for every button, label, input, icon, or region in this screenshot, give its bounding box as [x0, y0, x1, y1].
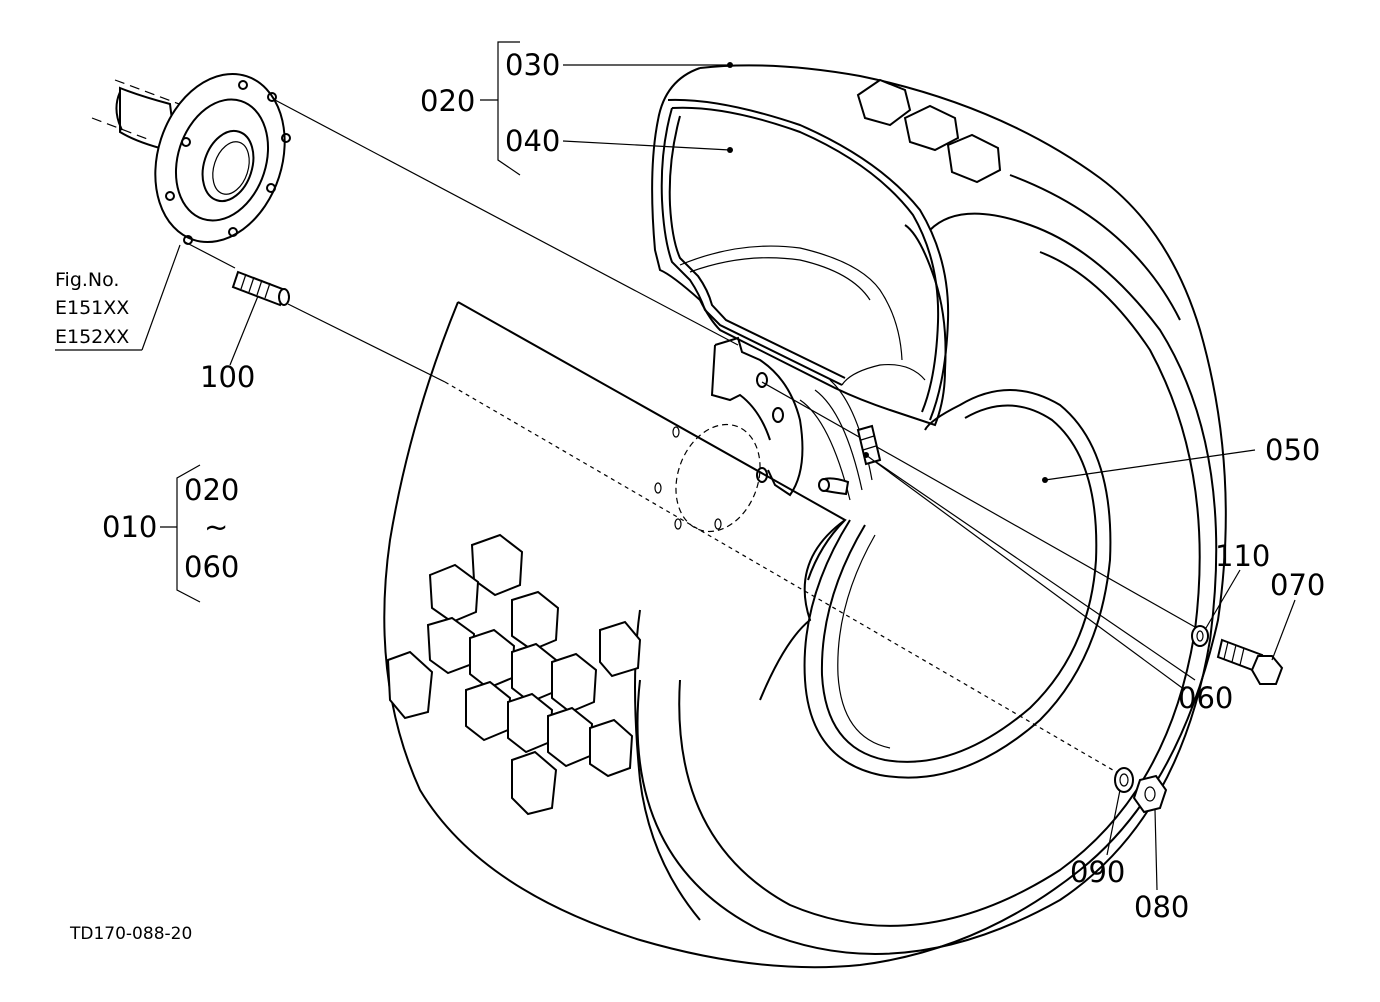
label-040: 040 [505, 124, 560, 158]
fig-ref-code-2: E152XX [55, 326, 129, 348]
nut-and-washer [1114, 767, 1168, 814]
axle-hub [91, 72, 291, 245]
valve [818, 424, 882, 496]
wheel-bolt [1191, 625, 1284, 685]
label-010: 010 [102, 510, 157, 544]
tire-cutaway [651, 67, 950, 427]
fig-ref-title: Fig.No. [55, 269, 119, 291]
label-080: 080 [1134, 890, 1189, 924]
tread-lugs-top [856, 78, 1002, 184]
label-090: 090 [1070, 855, 1125, 889]
tread-lugs-front [386, 533, 642, 816]
tire-body [383, 64, 1227, 969]
label-110: 110 [1215, 539, 1270, 573]
label-070: 070 [1270, 568, 1325, 602]
label-range-from: 020 [184, 473, 239, 507]
label-030: 030 [505, 48, 560, 82]
leader-lines [55, 41, 1296, 891]
stud-bolt [231, 270, 290, 307]
label-range-tilde: ~ [204, 510, 228, 544]
fig-ref-code-1: E151XX [55, 297, 129, 319]
label-050: 050 [1265, 433, 1320, 467]
label-100: 100 [200, 360, 255, 394]
label-range-to: 060 [184, 550, 239, 584]
drawing-code: TD170-088-20 [69, 924, 192, 944]
wheel-disc [654, 336, 804, 533]
label-020: 020 [420, 84, 475, 118]
label-060: 060 [1178, 681, 1233, 715]
